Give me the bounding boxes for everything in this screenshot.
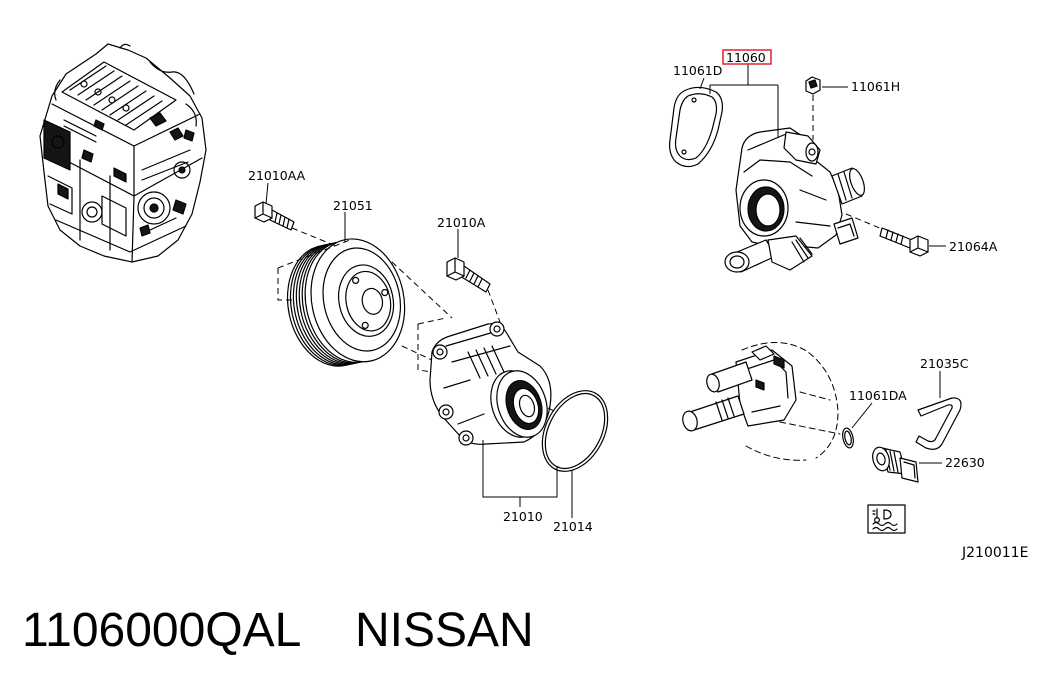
sensor-plug [805,76,821,95]
callout-pulley: 21051 [333,198,373,213]
leader-lines [265,64,946,518]
housing-bolt [879,227,929,257]
thermostat-housing [724,127,865,273]
coolant-temperature-icon [867,504,906,534]
thermostat-housing-detail-view [682,341,841,461]
sensor-clip [915,397,962,450]
pump-bolt [446,257,491,293]
engine-illustration [39,43,207,263]
assembly-dashed-lines [277,227,557,413]
diagram-reference-code: J210011E [961,545,1028,561]
callout-o-ring: 21014 [553,519,593,534]
callout-pump-bolt: 21010A [437,215,486,230]
callout-sensor-gasket: 11061DA [849,388,907,403]
brand-name: NISSAN [355,604,534,657]
sensor-gasket [842,427,854,449]
coolant-temperature-sensor [872,446,919,483]
water-pump [429,321,552,446]
thermostat-gasket [669,86,723,168]
highlight-box [722,49,772,65]
callout-temperature-sensor: 22630 [945,455,985,470]
callout-pulley-bolt: 21010AA [248,168,306,183]
callout-thermostat-gasket: 11061D [673,63,722,78]
callout-sensor-plug: 11061H [851,79,900,94]
water-pump-pulley [286,238,406,367]
callout-housing-bolt: 21064A [949,239,998,254]
pulley-bolt [254,201,295,231]
water-pump-o-ring [541,390,609,472]
callout-water-pump: 21010 [503,509,543,524]
callout-thermostat-housing: 11060 [726,50,766,65]
callout-sensor-clip: 21035C [920,356,969,371]
part-number: 1106000QAL [22,604,301,657]
